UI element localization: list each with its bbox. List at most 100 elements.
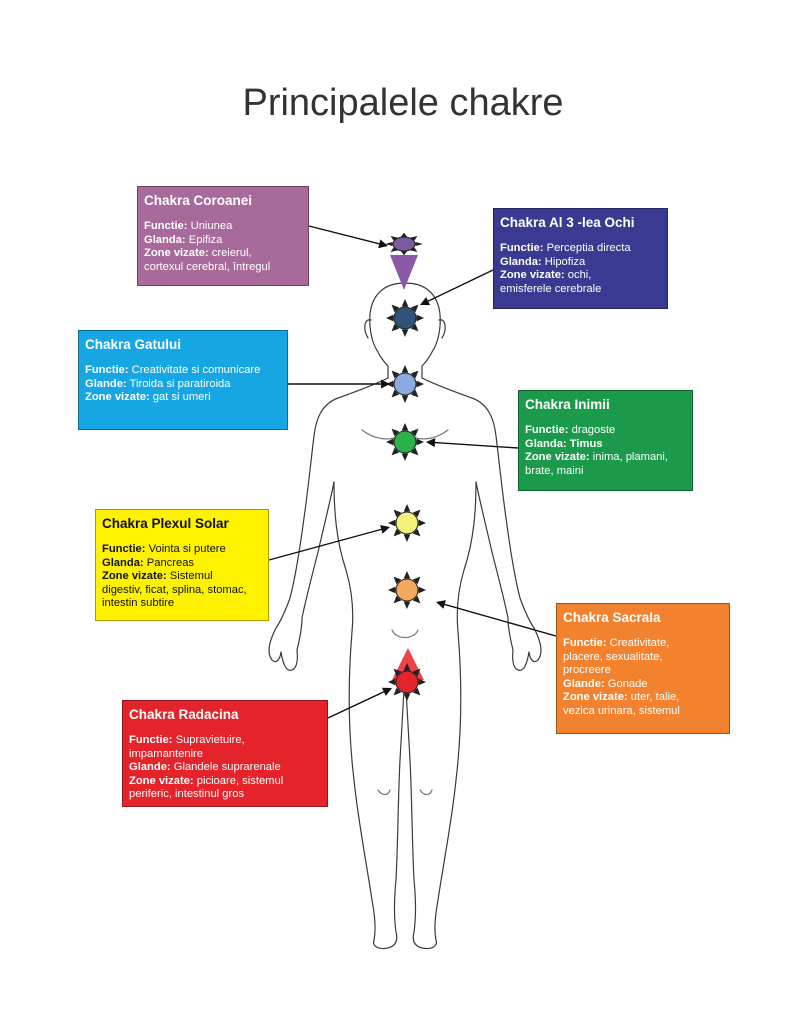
chakra-title-ochi: Chakra Al 3 -lea Ochi [500,215,635,230]
chakra-line: procreere [563,664,724,678]
chakra-line-value: picioare, sistemul [193,774,284,787]
chakra-line: Functie: Vointa si putere [102,543,263,557]
chakra-line: impamantenire [129,748,322,762]
chakra-line: Glanda: Hipofiza [500,256,662,270]
chakra-marker-gatului [386,365,424,403]
chakra-line-value: gat si umeri [149,391,211,404]
chakra-line-label: Glanda: [144,233,186,246]
chakra-line: Zone vizate: picioare, sistemul [129,775,322,789]
chakra-line-label: Functie: [563,637,607,649]
chakra-line-label: Glanda: [525,437,567,450]
chakra-line-value: placere, sexualitate, [563,650,663,663]
chakra-marker-plexul [388,504,426,542]
chakra-line-label: Glanda: [500,255,542,268]
chakra-line: placere, sexualitate, [563,651,724,665]
chakra-line: Glanda: Pancreas [102,557,263,571]
chakra-line: Glande: Tiroida si paratiroida [85,378,282,392]
chakra-title-radacina: Chakra Radacina [129,707,239,722]
arrow-gatului [288,379,390,389]
arrow-coroanei [308,225,388,249]
chakra-line-label: Glanda: [102,556,144,569]
arrow-ochi [420,269,494,306]
body-left-side [268,377,389,671]
chakra-line-value: Epifiza [185,233,223,246]
chakra-line-label: Zone vizate: [129,774,194,787]
chakra-line: Zone vizate: ochi, [500,269,662,283]
chakra-line-value: Sistemul [166,570,213,583]
chakra-line-value: dragoste [568,424,616,436]
chakra-line-label: Glande: [129,761,171,774]
chakra-line-label: Zone vizate: [102,570,167,583]
chakra-title-plexul: Chakra Plexul Solar [102,516,229,531]
chakra-line: digestiv, ficat, splina, stomac, [102,584,263,598]
chakra-line-label: Functie: [525,424,569,436]
chakra-line: Glanda: Timus [525,438,687,452]
chakra-line: brate, maini [525,465,687,479]
chakra-line-label: Zone vizate: [525,451,590,464]
chakra-line-label: Zone vizate: [144,247,209,260]
body-right-side [421,377,542,671]
chakra-line-value: cortexul cerebral, întregul [144,260,271,273]
chakra-marker-coroanei [385,232,423,256]
chakra-line-value: Hipofiza [541,255,586,268]
chakra-line: Zone vizate: inima, plamani, [525,451,687,465]
chakra-line-value: emisferele cerebrale [500,282,602,295]
chakra-line: Zone vizate: creierul, [144,247,303,261]
chakra-line: emisferele cerebrale [500,283,662,297]
arrow-inimii [426,438,519,449]
chakra-line: Functie: Perceptia directa [500,242,662,256]
chakra-line: Glande: Gonade [563,678,724,692]
chakra-line: vezica urinara, sistemul [563,705,724,719]
body-head [369,282,406,379]
chakra-line-value: creierul, [208,247,252,260]
chakra-line-value: vezica urinara, sistemul [563,704,680,717]
chakra-line-label: Functie: [102,543,146,555]
chakra-line: Zone vizate: uter, talie, [563,691,724,705]
chakra-line-value: Uniunea [187,220,233,232]
chakra-line: Functie: Creativitate si comunicare [85,364,282,378]
chakra-line-label: Zone vizate: [563,691,628,704]
chakra-line: Functie: Creativitate, [563,637,724,651]
chakra-marker-inimii [386,423,424,461]
chakra-line: Functie: Uniunea [144,220,303,234]
chakra-line: cortexul cerebral, întregul [144,261,303,275]
chakra-line-label: Functie: [500,242,544,254]
chakra-line-value: Vointa si putere [145,543,226,555]
chakra-line: Zone vizate: Sistemul [102,570,263,584]
chakra-line-value: ochi, [564,269,592,282]
chakra-line-value: Creativitate, [606,637,670,649]
chakra-line: Glande: Glandele suprarenale [129,761,322,775]
chakra-marker-sacrala [388,571,426,609]
chakra-line-value: intestin subtire [102,597,175,610]
arrow-sacrala [436,600,557,637]
arrow-plexul [268,525,390,561]
chakra-line-value: periferic, intestinul gros [129,788,245,801]
chakra-title-gatului: Chakra Gatului [85,337,182,352]
chakra-line: Glanda: Epifiza [144,234,303,248]
chakra-title-sacrala: Chakra Sacrala [563,610,661,625]
page-title: Principalele chakre [242,82,564,124]
chakra-line: intestin subtire [102,597,263,611]
chakra-line-value: Creativitate si comunicare [128,364,261,376]
crown-cone [390,255,418,290]
chakra-line-value: Glandele suprarenale [170,761,281,774]
chakra-marker-ochi [386,299,424,337]
chakra-line-label: Functie: [144,220,188,232]
chakra-marker-radacina [388,663,426,701]
chakra-line-value: Supravietuire, [172,734,245,746]
chakra-line-value: Pancreas [143,556,195,569]
chakra-title-inimii: Chakra Inimii [525,397,610,412]
chakra-line-value: Perceptia directa [543,242,631,254]
chakra-line-label: Functie: [129,734,173,746]
chakra-line-label: Glande: [563,677,605,690]
chakra-line: Functie: dragoste [525,424,687,438]
chakra-line-label: Functie: [85,364,129,376]
arrow-radacina [327,687,392,719]
